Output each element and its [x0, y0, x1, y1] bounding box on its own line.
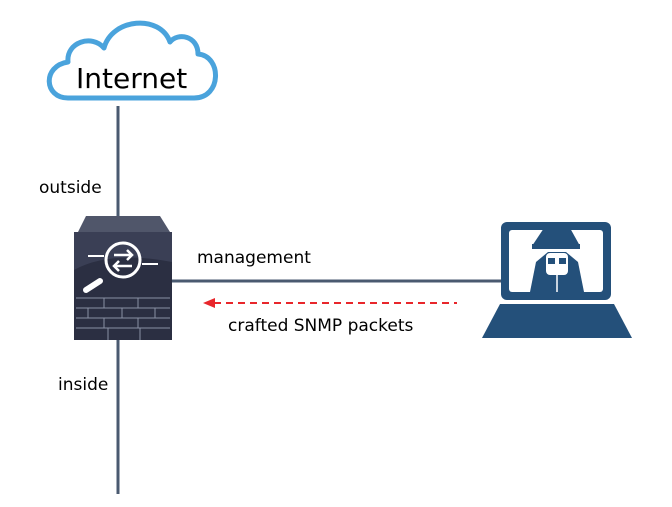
internet-label: Internet	[76, 62, 188, 95]
management-label: management	[197, 248, 311, 268]
internet-cloud-icon	[46, 20, 218, 101]
attacker-laptop-icon	[482, 222, 632, 338]
outside-label: outside	[39, 178, 102, 198]
attack-label: crafted SNMP packets	[228, 316, 414, 336]
inside-label: inside	[58, 375, 109, 395]
attack-arrowhead	[203, 298, 215, 308]
firewall-icon	[74, 216, 172, 340]
